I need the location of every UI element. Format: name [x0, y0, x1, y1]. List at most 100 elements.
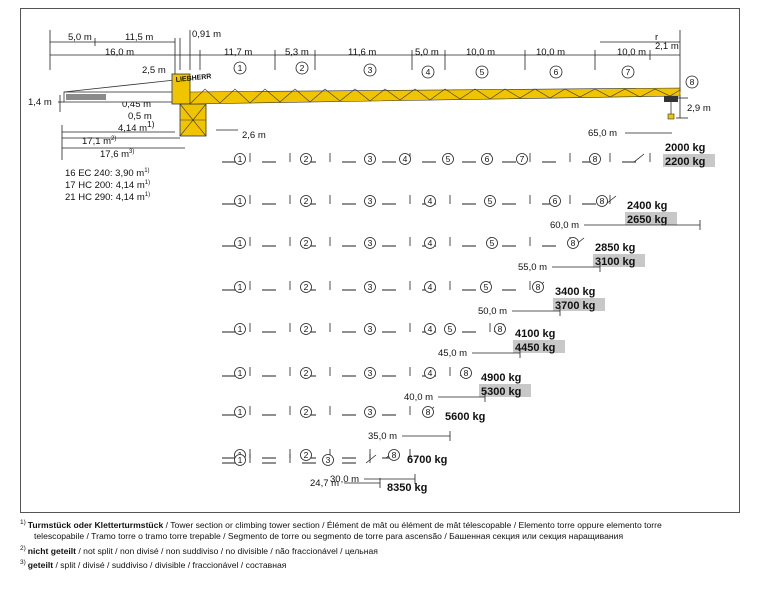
section-number: 6: [554, 67, 559, 77]
tower-variant-2: 17 HC 200: 4,14 m1): [65, 180, 150, 191]
max-load-unsplit-bg: [513, 340, 565, 353]
config-section-number: 5: [448, 324, 453, 334]
config-section-circle: [300, 237, 312, 249]
config-section-circle: [424, 281, 436, 293]
max-load-split: 2850 kg: [595, 242, 635, 254]
dim-11-7m: 11,7 m: [224, 47, 252, 58]
jib-tip-mark: [365, 454, 377, 464]
config-section-number: 8: [426, 407, 431, 417]
config-section-circle: [589, 153, 601, 165]
dim-10m-a: 10,0 m: [466, 47, 495, 58]
dim-0-5m: 0,5 m: [128, 111, 152, 122]
config-section-number: 5: [484, 282, 489, 292]
dim-1-4m: 1,4 m: [28, 97, 52, 108]
dim-16m: 16,0 m: [105, 47, 134, 58]
trolley: [664, 96, 678, 102]
config-section-circle: [234, 237, 246, 249]
config-section-circle: [424, 195, 436, 207]
jib-tip-mark: [633, 153, 645, 163]
crane-jib-diagram: 5,0 m 11,5 m 0,91 m 16,0 m 11,7 m 5,3 m …: [28, 29, 715, 494]
config-section-circle: [234, 454, 246, 466]
top-dimension-lines: [49, 30, 688, 160]
config-section-number: 4: [403, 154, 408, 164]
max-load-unsplit-bg: [625, 212, 677, 225]
config-section-circle: [300, 406, 312, 418]
config-section-circle: [494, 323, 506, 335]
config-section-circle: [364, 323, 376, 335]
config-section-number: 1: [238, 324, 243, 334]
hook-block: [667, 113, 675, 120]
config-section-circle: [424, 367, 436, 379]
section-number: 1: [238, 63, 243, 73]
radius-label: 40,0 m: [404, 392, 433, 403]
top-dimension-labels: 5,0 m 11,5 m 0,91 m 16,0 m 11,7 m 5,3 m …: [28, 29, 711, 160]
config-section-circle: [399, 153, 411, 165]
config-section-number: 1: [238, 196, 243, 206]
section-number: 5: [480, 67, 485, 77]
max-load-unsplit: 4450 kg: [515, 342, 555, 354]
counterweight: [66, 94, 106, 100]
max-load-unsplit-bg: [663, 154, 715, 167]
max-load-split: 8350 kg: [387, 482, 427, 494]
section-number: 8: [690, 77, 695, 87]
radius-r-label: r: [655, 32, 658, 43]
config-section-circle: [532, 281, 544, 293]
diagram-frame: [20, 8, 740, 513]
dim-65m: 65,0 m: [588, 128, 617, 139]
config-section-circle: [234, 323, 246, 335]
config-section-circle: [486, 237, 498, 249]
config-section-circle: [460, 367, 472, 379]
config-section-number: 3: [368, 196, 373, 206]
config-section-number: 3: [368, 368, 373, 378]
radius-label: 60,0 m: [550, 220, 579, 231]
radius-label: 55,0 m: [518, 262, 547, 273]
config-section-number: 4: [428, 238, 433, 248]
config-section-circle: [300, 323, 312, 335]
section-circle: [295, 61, 309, 75]
config-section-number: 2: [304, 282, 309, 292]
dim-11-5m: 11,5 m: [125, 32, 153, 43]
max-load-split: 4900 kg: [481, 372, 521, 384]
config-section-number: 2: [304, 407, 309, 417]
max-load-split: 4100 kg: [515, 328, 555, 340]
config-section-circle: [516, 153, 528, 165]
config-section-circle: [322, 454, 334, 466]
config-section-number: 1: [238, 238, 243, 248]
config-section-circle: [300, 449, 312, 461]
max-load-split: 3400 kg: [555, 286, 595, 298]
config-section-number: 2: [304, 368, 309, 378]
config-section-number: 1: [238, 368, 243, 378]
jib-tip-mark: [605, 195, 617, 205]
config-section-number: 2: [304, 324, 309, 334]
footnote-1-continued: telescopabile / Tramo torre o tramo torr…: [34, 531, 624, 542]
config-section-circle: [234, 153, 246, 165]
config-section-circle: [422, 406, 434, 418]
dim-0-91m: 0,91 m: [192, 29, 221, 40]
dim-17-6m: 17,6 m3): [100, 149, 134, 160]
radius-label: 45,0 m: [438, 348, 467, 359]
footnotes: 1)Turmstück oder Kletterturmstück / Towe…: [20, 517, 740, 572]
section-circle: [621, 65, 635, 79]
config-section-number: 3: [368, 324, 373, 334]
config-section-circle: [300, 281, 312, 293]
tower-variant-3: 21 HC 290: 4,14 m1): [65, 192, 150, 203]
section-number: 2: [300, 63, 305, 73]
config-section-number: 1: [238, 407, 243, 417]
config-section-number: 8: [600, 196, 605, 206]
config-section-circle: [444, 323, 456, 335]
config-section-number: 3: [326, 455, 331, 465]
section-number: 4: [426, 67, 431, 77]
config-section-circle: [364, 237, 376, 249]
max-load-unsplit: 3100 kg: [595, 256, 635, 268]
footnote-1: 1)Turmstück oder Kletterturmstück / Towe…: [20, 519, 662, 530]
config-section-number: 1: [238, 455, 243, 465]
config-section-number: 8: [464, 368, 469, 378]
config-section-number: 7: [520, 154, 525, 164]
config-section-number: 3: [368, 282, 373, 292]
dim-10m-b: 10,0 m: [536, 47, 565, 58]
